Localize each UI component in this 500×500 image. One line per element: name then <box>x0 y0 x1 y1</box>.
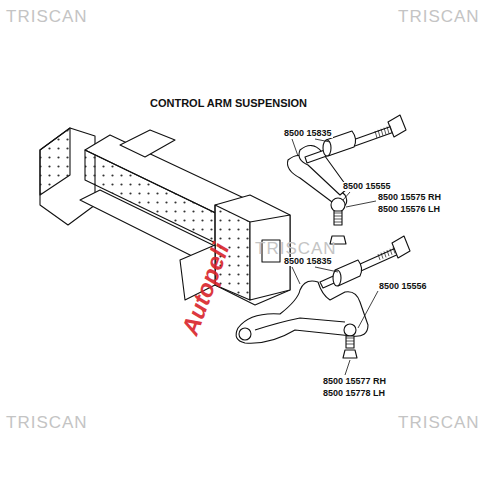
thread-strokes <box>334 126 395 345</box>
watermark: TRISCAN <box>6 8 88 25</box>
part-number: 8500 15555 <box>342 182 392 191</box>
upper-ball-joint <box>331 198 345 212</box>
lower-arm-edge <box>255 318 345 330</box>
part-number: 8500 15575 RH <box>377 193 442 202</box>
lower-nut <box>343 350 357 358</box>
lower-bushing-end <box>333 270 341 286</box>
part-number: 8500 15835 <box>283 129 333 138</box>
subframe-left-face <box>40 128 70 195</box>
lower-bushing <box>334 260 362 286</box>
watermark: TRISCAN <box>255 240 337 257</box>
watermark: TRISCAN <box>398 414 480 431</box>
lower-arm-pivot <box>239 328 251 340</box>
subframe-bracket <box>120 130 175 157</box>
part-number: 8500 15835 <box>283 257 333 266</box>
upper-ball-joint-stud <box>334 211 342 225</box>
upper-bolt-head <box>388 115 406 137</box>
part-number: 8500 15577 RH <box>322 377 387 386</box>
part-number: 8500 15576 LH <box>377 205 441 214</box>
part-number: 8500 15778 LH <box>322 389 386 398</box>
part-number: 8500 15556 <box>378 282 428 291</box>
lower-ball-joint-stud <box>346 336 354 348</box>
diagram-title: CONTROL ARM SUSPENSION <box>150 98 307 109</box>
lower-bolt-head <box>392 236 410 258</box>
lower-arm <box>236 281 368 343</box>
upper-bushing-end <box>323 140 331 156</box>
lower-ball-joint <box>344 324 356 336</box>
watermark: TRISCAN <box>398 8 480 25</box>
watermark: TRISCAN <box>6 414 88 431</box>
